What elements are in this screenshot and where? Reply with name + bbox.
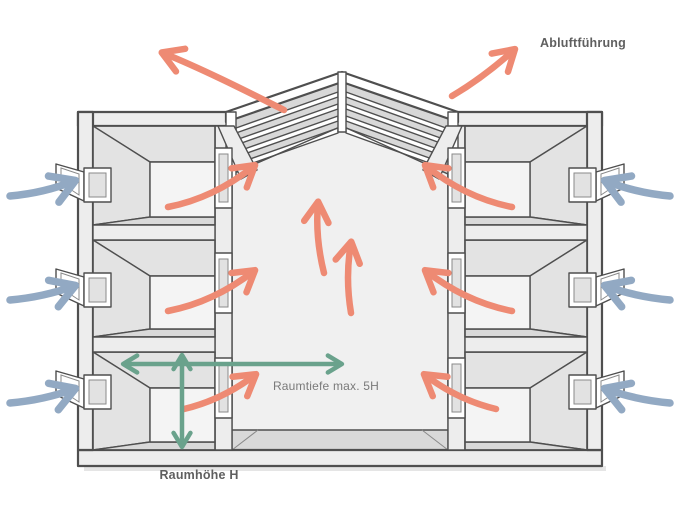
left-slab-1 (92, 224, 216, 241)
atrium-vent-icon-left-2 (214, 252, 233, 314)
room-to-atrium-arrow-right-3 (420, 370, 500, 413)
base-slab (76, 448, 604, 468)
exhaust-label: Abluftführung (540, 36, 626, 50)
supply-arrow-right-1 (600, 172, 674, 206)
room-right-1 (464, 125, 588, 226)
dimension-arrows (120, 352, 345, 450)
atrium-vent-icon-left-1 (214, 147, 233, 209)
supply-arrow-right-3 (600, 379, 674, 414)
atrium-floor (231, 429, 449, 451)
supply-arrow-left-1 (6, 172, 80, 206)
left-wing-top (76, 110, 237, 128)
room-to-atrium-arrow-left-2 (164, 266, 259, 315)
right-slab-2 (464, 336, 588, 353)
supply-arrow-left-3 (6, 379, 80, 414)
atrium-floor-perspective-lines (231, 429, 449, 451)
atrium-back-wall (231, 125, 449, 451)
left-slab-2 (92, 336, 216, 353)
ridge-post (337, 71, 347, 133)
room-to-atrium-arrow-right-2 (421, 266, 516, 315)
atrium-vent-icon-right-2 (447, 252, 466, 314)
room-height-label: Raumhöhe H (159, 468, 238, 482)
supply-arrow-right-2 (600, 276, 674, 311)
right-slab-1 (464, 224, 588, 241)
right-wing-top (443, 110, 604, 128)
room-depth-label: Raumtiefe max. 5H (273, 379, 379, 393)
atrium-rise-arrow-1 (300, 198, 332, 277)
atrium-vent-icon-right-1 (447, 147, 466, 209)
roof-louvre-skylight (217, 70, 463, 181)
supply-arrow-left-2 (6, 276, 80, 311)
roof-exhaust-arrow-left (158, 45, 288, 114)
base-shadow (84, 466, 606, 471)
atrium-rise-arrow-2 (332, 238, 363, 317)
roof-exhaust-arrow-right (448, 45, 519, 100)
room-to-atrium-arrow-left-1 (164, 161, 259, 211)
room-to-atrium-arrow-right-1 (421, 161, 516, 211)
building-section (76, 110, 606, 471)
supply-air-arrows (6, 172, 674, 414)
exhaust-air-arrows (158, 45, 519, 413)
